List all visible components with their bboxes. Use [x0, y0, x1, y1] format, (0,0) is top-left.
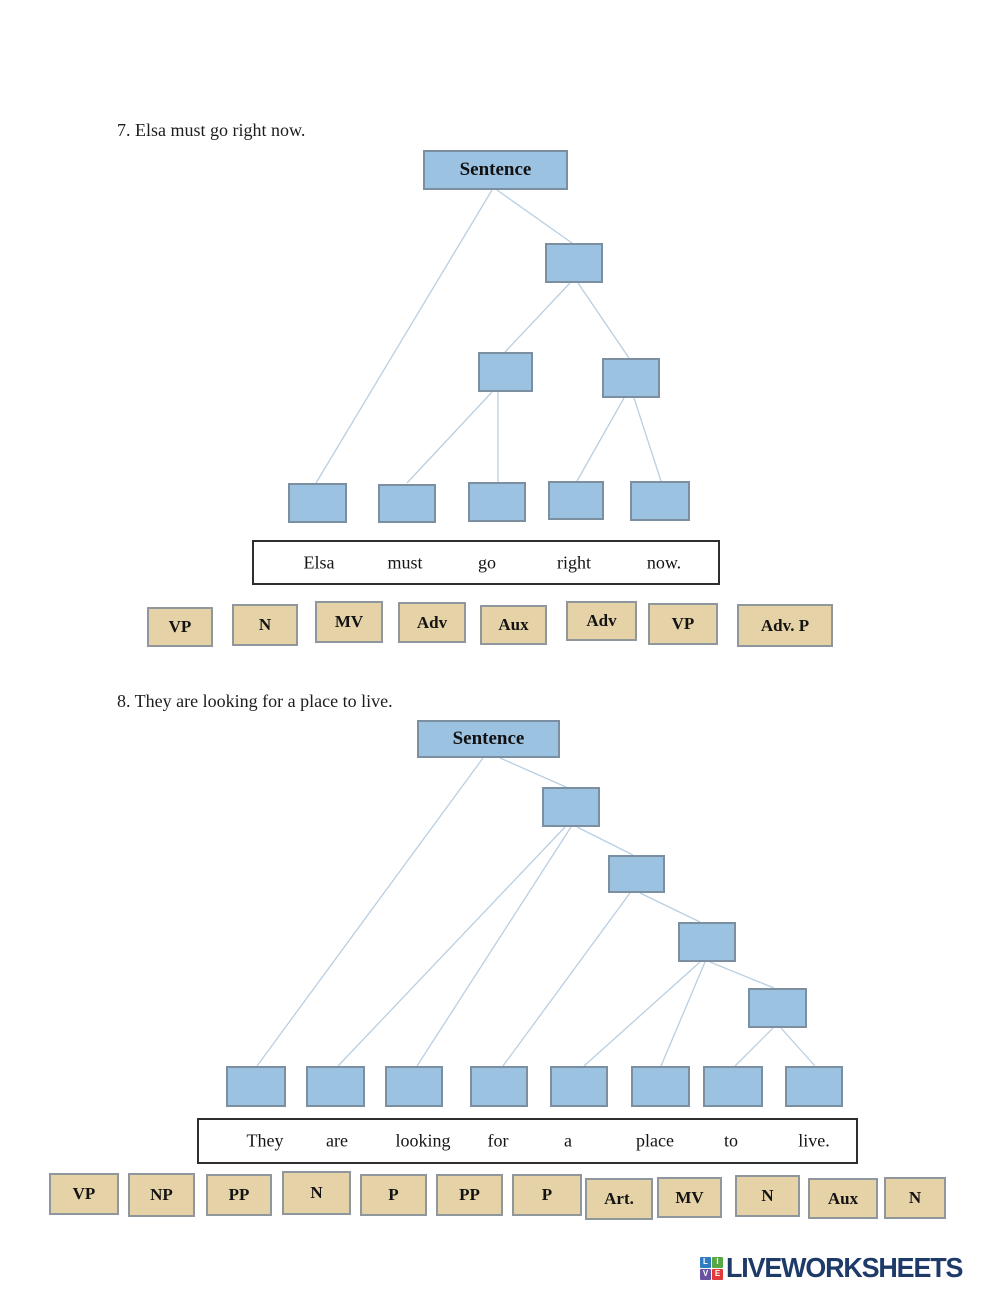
exercise-8-phrase-node-4[interactable] [748, 988, 807, 1028]
exercise-7-phrase-node-2[interactable] [478, 352, 533, 392]
exercise-7-word-node-4[interactable] [548, 481, 604, 520]
exercise-8-word-node-8[interactable] [785, 1066, 843, 1107]
exercise-8-branch-line-9 [660, 961, 706, 1067]
exercise-8-word-node-5[interactable] [550, 1066, 608, 1107]
exercise-8-word-node-2[interactable] [306, 1066, 365, 1107]
exercise-8-branch-line-11 [734, 1027, 774, 1067]
exercise-8-word-7: to [723, 1130, 739, 1151]
exercise-8-word-node-3[interactable] [385, 1066, 443, 1107]
exercise-8-word-node-1[interactable] [226, 1066, 286, 1107]
exercise-8-word-5: a [564, 1130, 572, 1151]
exercise-7-branch-line-1 [315, 189, 493, 484]
exercise-7-phrase-node-1[interactable] [545, 243, 603, 283]
exercise-8-sentence-root-node: Sentence [417, 720, 560, 758]
exercise-7-branch-line-4 [577, 282, 630, 359]
exercise-8-branch-line-10 [709, 961, 775, 989]
exercise-8-word-8: live. [798, 1130, 830, 1151]
exercise-8-tag-10-n[interactable]: N [735, 1175, 800, 1217]
exercise-8-word-node-6[interactable] [631, 1066, 690, 1107]
exercise-8-branch-line-8 [583, 961, 701, 1067]
exercise-8-word-6: place [636, 1130, 674, 1151]
logo-square-v: V [700, 1268, 711, 1280]
exercise-7-branch-line-5 [406, 391, 493, 484]
exercise-8-branch-line-1 [256, 757, 484, 1067]
exercise-7-tag-1-vp[interactable]: VP [147, 607, 213, 647]
exercise-8-tag-7-p[interactable]: P [512, 1174, 582, 1216]
exercise-8-branch-line-6 [502, 892, 631, 1067]
exercise-8-phrase-node-3[interactable] [678, 922, 736, 962]
exercise-7-tag-7-vp[interactable]: VP [648, 603, 718, 645]
exercise-8-word-node-4[interactable] [470, 1066, 528, 1107]
exercise-7-word-node-1[interactable] [288, 483, 347, 523]
exercise-8-phrase-node-1[interactable] [542, 787, 600, 827]
exercise-7-tag-3-mv[interactable]: MV [315, 601, 383, 643]
logo-square-e: E [712, 1268, 723, 1280]
exercise-7-tag-6-adv[interactable]: Adv [566, 601, 637, 641]
exercise-7-word-node-2[interactable] [378, 484, 436, 523]
exercise-7-word-5: now. [646, 552, 682, 572]
exercise-7-branch-line-3 [504, 282, 571, 353]
exercise-8-tag-3-pp[interactable]: PP [206, 1174, 272, 1216]
exercise-8-tag-2-np[interactable]: NP [128, 1173, 195, 1217]
exercise-8-branch-line-2 [499, 757, 567, 788]
exercise-8-tag-12-n[interactable]: N [884, 1177, 946, 1219]
exercise-8-tag-11-aux[interactable]: Aux [808, 1178, 878, 1219]
exercise-7-tag-5-aux[interactable]: Aux [480, 605, 547, 645]
exercise-8-word-node-7[interactable] [703, 1066, 763, 1107]
exercise-8-tag-1-vp[interactable]: VP [49, 1173, 119, 1215]
exercise-7-sentence-root-node: Sentence [423, 150, 568, 190]
exercise-8-tag-5-p[interactable]: P [360, 1174, 427, 1216]
exercise-8-branch-line-4 [416, 826, 572, 1067]
exercise-7-tag-8-advp[interactable]: Adv. P [737, 604, 833, 647]
exercise-8-tag-6-pp[interactable]: PP [436, 1174, 503, 1216]
exercise-7-heading: 7. Elsa must go right now. [117, 120, 306, 140]
exercise-8-tag-8-art[interactable]: Art. [585, 1178, 653, 1220]
exercise-8-branch-line-12 [780, 1027, 816, 1067]
logo-square-i: I [712, 1256, 723, 1268]
exercise-8-branch-line-3 [337, 826, 566, 1067]
exercise-7-word-node-3[interactable] [468, 482, 526, 522]
exercise-8-word-3: looking [395, 1130, 451, 1151]
logo-square-l: L [700, 1256, 711, 1268]
exercise-7-word-4: right [557, 552, 591, 572]
exercise-8-branch-line-5 [576, 826, 634, 856]
exercise-7-sentence-strip: Elsa must go right now. [252, 540, 720, 585]
exercise-7-tag-2-n[interactable]: N [232, 604, 298, 646]
exercise-7-word-2: must [387, 552, 423, 572]
exercise-8-word-4: for [487, 1130, 509, 1151]
exercise-8-word-2: are [326, 1130, 348, 1151]
exercise-7-branch-line-2 [496, 189, 573, 244]
exercise-8-tag-9-mv[interactable]: MV [657, 1177, 722, 1218]
exercise-7-word-node-5[interactable] [630, 481, 690, 521]
liveworksheets-wordmark: LIVEWORKSHEETS [726, 1252, 963, 1283]
exercise-7-word-1: Elsa [303, 552, 335, 572]
exercise-8-tag-4-n[interactable]: N [282, 1171, 351, 1215]
exercise-7-branch-line-8 [633, 397, 662, 482]
exercise-7-phrase-node-3[interactable] [602, 358, 660, 398]
exercise-8-branch-line-7 [639, 892, 701, 923]
exercise-7-branch-line-7 [576, 397, 625, 482]
exercise-7-tag-4-adv[interactable]: Adv [398, 602, 466, 643]
exercise-8-phrase-node-2[interactable] [608, 855, 665, 893]
exercise-8-sentence-strip: They are looking for a place to live. [197, 1118, 858, 1164]
exercise-8-heading: 8. They are looking for a place to live. [117, 691, 393, 711]
exercise-8-word-1: They [246, 1130, 284, 1151]
exercise-7-word-3: go [478, 552, 496, 572]
